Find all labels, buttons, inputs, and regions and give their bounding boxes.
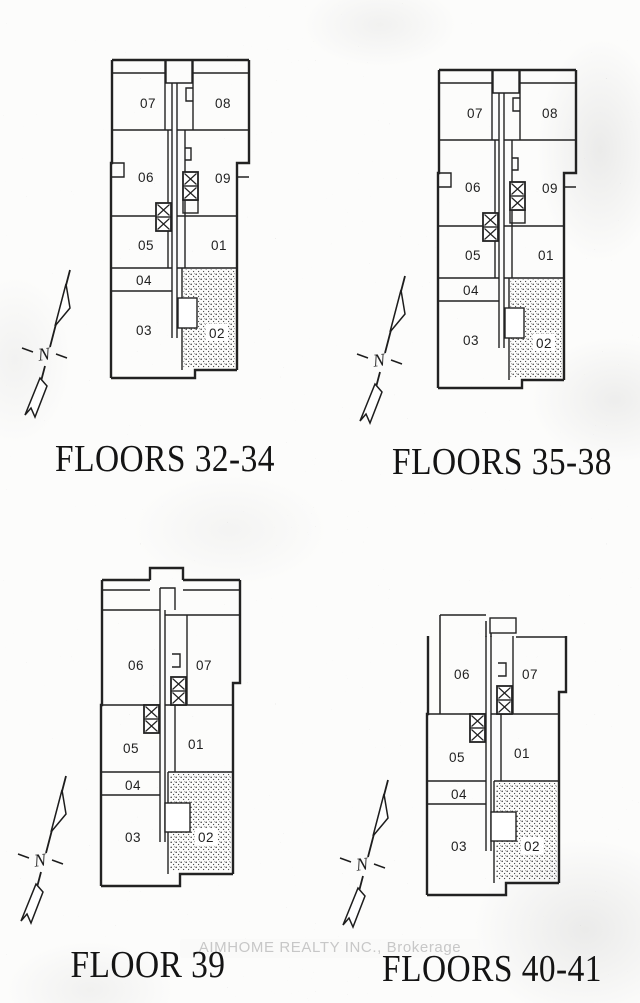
unit-label: 07: [467, 106, 483, 121]
unit-label: 01: [188, 737, 204, 752]
unit-label: 05: [449, 750, 465, 765]
unit-label: 06: [454, 667, 470, 682]
floor-plan-floors-32-34: 07 08 06 09 05 01 04 03 02: [110, 58, 252, 384]
unit-label: 08: [215, 96, 231, 111]
unit-label: 03: [463, 333, 479, 348]
plan-title-floors-40-41: FLOORS 40-41: [382, 948, 602, 990]
top-band-patch: [424, 573, 570, 636]
unit-label: 04: [125, 778, 141, 793]
unit-label: 09: [215, 171, 231, 186]
unit-label: 06: [138, 170, 154, 185]
unit-label-shaded: 02: [536, 336, 552, 351]
unit-label: 03: [451, 839, 467, 854]
unit-label: 08: [542, 106, 558, 121]
floor-plan-floor-39: 06 07 05 01 04 03 02: [100, 566, 242, 892]
unit-label-shaded: 02: [198, 830, 214, 845]
unit-label: 04: [463, 283, 479, 298]
unit-label: 01: [211, 238, 227, 253]
unit-label: 07: [196, 658, 212, 673]
floorplate-outline: [101, 568, 240, 886]
unit-label: 05: [465, 248, 481, 263]
north-arrow-icon: N: [21, 269, 71, 418]
plan-title-floors-32-34: FLOORS 32-34: [55, 438, 275, 480]
unit-label: 06: [465, 180, 481, 195]
unit-label: 05: [123, 741, 139, 756]
unit-label: 05: [138, 238, 154, 253]
unit-label: 03: [125, 830, 141, 845]
unit-label: 04: [451, 787, 467, 802]
unit-label: 03: [136, 323, 152, 338]
unit-label: 09: [542, 181, 558, 196]
north-arrow-icon: N: [17, 775, 67, 924]
unit-label: 06: [128, 658, 144, 673]
unit-label: 01: [514, 746, 530, 761]
unit-label: 07: [140, 96, 156, 111]
floor-plan-floors-40-41: 06 07 05 01 04 03 02: [424, 573, 570, 901]
plan-title-floors-35-38: FLOORS 35-38: [392, 441, 612, 483]
unit-label-shaded: 02: [209, 326, 225, 341]
unit-label: 01: [538, 248, 554, 263]
north-arrow-icon: N: [356, 275, 406, 424]
unit-label: 07: [522, 667, 538, 682]
unit-label-shaded: 02: [524, 839, 540, 854]
floor-plan-floors-35-38: 07 08 06 09 05 01 04 03 02: [437, 68, 579, 394]
plan-title-floor-39: FLOOR 39: [70, 944, 226, 986]
north-arrow-icon: N: [339, 779, 389, 928]
unit-label: 04: [136, 273, 152, 288]
